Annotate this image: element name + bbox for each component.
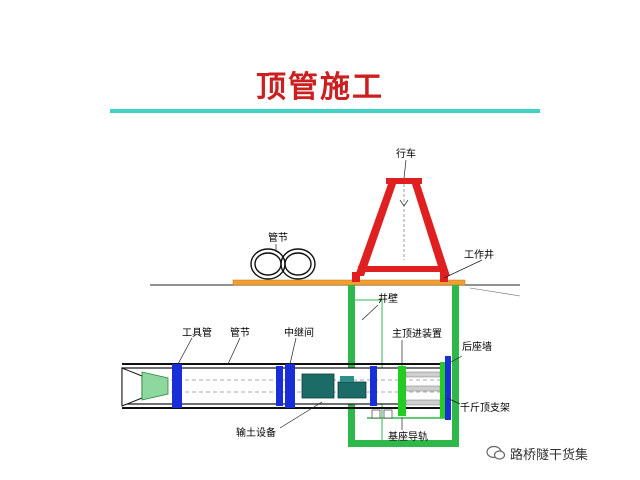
watermark-text: 路桥隧干货集 (510, 447, 589, 463)
label-base-rail: 基座导轨 (388, 430, 428, 443)
label-mucking: 输土设备 (236, 426, 276, 439)
label-pipe-sections-top: 管节 (268, 231, 288, 244)
title-underline (110, 109, 540, 113)
gantry-crane (352, 178, 450, 282)
relay-station-ring (285, 364, 295, 408)
jack-support (371, 409, 381, 419)
wechat-icon (486, 445, 506, 460)
stacked-pipe-sections (250, 248, 316, 280)
page-title: 顶管施工 (256, 70, 384, 105)
leader-lines (177, 159, 483, 430)
jack-support (383, 409, 393, 419)
ground-hatch (469, 287, 521, 297)
pipe-joint (370, 366, 377, 406)
label-working-well: 工作井 (464, 248, 494, 261)
tool-pipe-head (121, 364, 182, 408)
watermark: 路桥隧干货集 (486, 442, 588, 464)
ground-surface-slab (232, 279, 466, 286)
label-shaft-wall: 井壁 (378, 292, 398, 305)
label-main-jacking: 主顶进装置 (392, 327, 442, 340)
label-jack-frame: 千斤顶支架 (460, 402, 510, 414)
label-crane: 行车 (396, 147, 416, 160)
mucking-equipment (301, 373, 367, 399)
main-jacking-device (398, 362, 447, 418)
label-relay-station: 中继间 (284, 326, 314, 339)
label-pipe-section: 管节 (230, 326, 250, 339)
label-back-wall: 后座墙 (462, 340, 492, 353)
label-tool-pipe: 工具管 (182, 326, 212, 339)
pipe-joint (276, 366, 283, 406)
back-wall (445, 356, 451, 420)
